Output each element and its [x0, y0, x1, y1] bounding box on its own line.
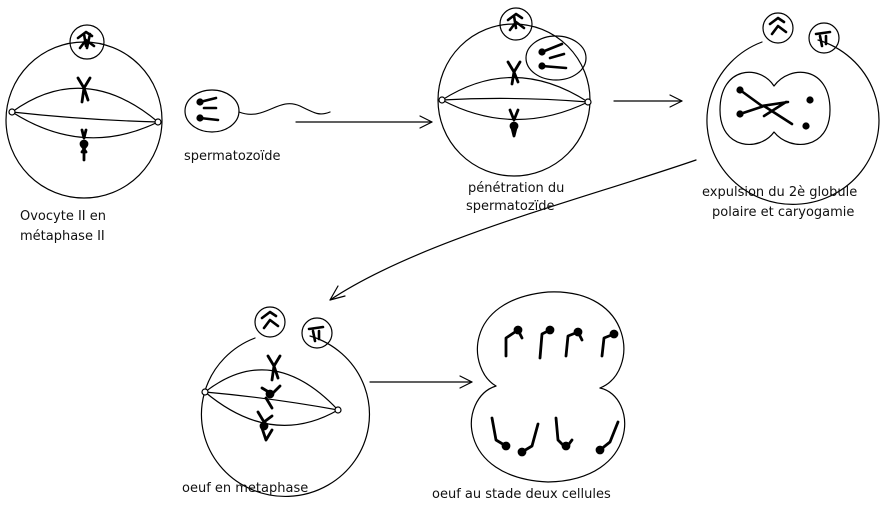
- label-expulsion-line1: expulsion du 2è globule: [702, 185, 857, 200]
- upper-cell-chromosomes: [504, 325, 619, 360]
- label-two-cells: oeuf au stade deux cellules: [432, 487, 611, 502]
- egg-polar-body-1: [254, 306, 286, 338]
- arrow-expulsion-to-metaphase: [329, 159, 697, 301]
- lower-cell: [470, 385, 626, 483]
- label-expulsion-line2: polaire et caryogamie: [712, 205, 854, 220]
- upper-cell: [477, 291, 625, 389]
- expulsion-membrane: [706, 39, 880, 205]
- two-cell-stage: [470, 291, 626, 483]
- sperm-tail: [238, 103, 331, 115]
- label-penetration-line2: spermatozïde: [466, 199, 555, 214]
- expulsion-cell: [706, 12, 880, 205]
- sperm-head: [184, 89, 240, 133]
- label-egg-metaphase: oeuf en metaphase: [182, 481, 308, 496]
- egg-chromosomes: [256, 354, 282, 442]
- expulsion-polar-body-1: [762, 12, 794, 44]
- spermatozoid: [184, 89, 331, 133]
- penetration-cell: [437, 7, 592, 177]
- expulsion-polar-body-2: [808, 22, 840, 54]
- penetration-polar-body: [499, 7, 533, 41]
- label-sperm: spermatozoïde: [184, 149, 280, 164]
- arrow-sperm-to-penetration: [295, 115, 433, 129]
- oocyte-chromosomes: [76, 76, 92, 162]
- penetration-chromosomes: [506, 60, 522, 138]
- label-oocyte-line2: métaphase II: [20, 229, 105, 244]
- egg-polar-body-2: [301, 317, 333, 349]
- arrow-penetration-to-expulsion: [613, 94, 683, 108]
- label-penetration-line1: pénétration du: [468, 181, 564, 196]
- arrow-metaphase-to-two-cells: [369, 375, 473, 389]
- egg-spindle: [201, 369, 342, 426]
- lower-cell-chromosomes: [490, 416, 620, 457]
- oocyte-polar-body-1: [69, 24, 105, 60]
- penetration-sperm-entry: [525, 35, 587, 81]
- penetration-spindle: [438, 76, 592, 121]
- pronuclei-fusion: [719, 71, 831, 145]
- label-oocyte-line1: Ovocyte II en: [20, 209, 106, 224]
- oocyte-cell: [5, 24, 163, 199]
- egg-metaphase-cell: [200, 306, 371, 497]
- oocyte-membrane: [5, 41, 163, 199]
- egg-metaphase-membrane: [200, 335, 371, 497]
